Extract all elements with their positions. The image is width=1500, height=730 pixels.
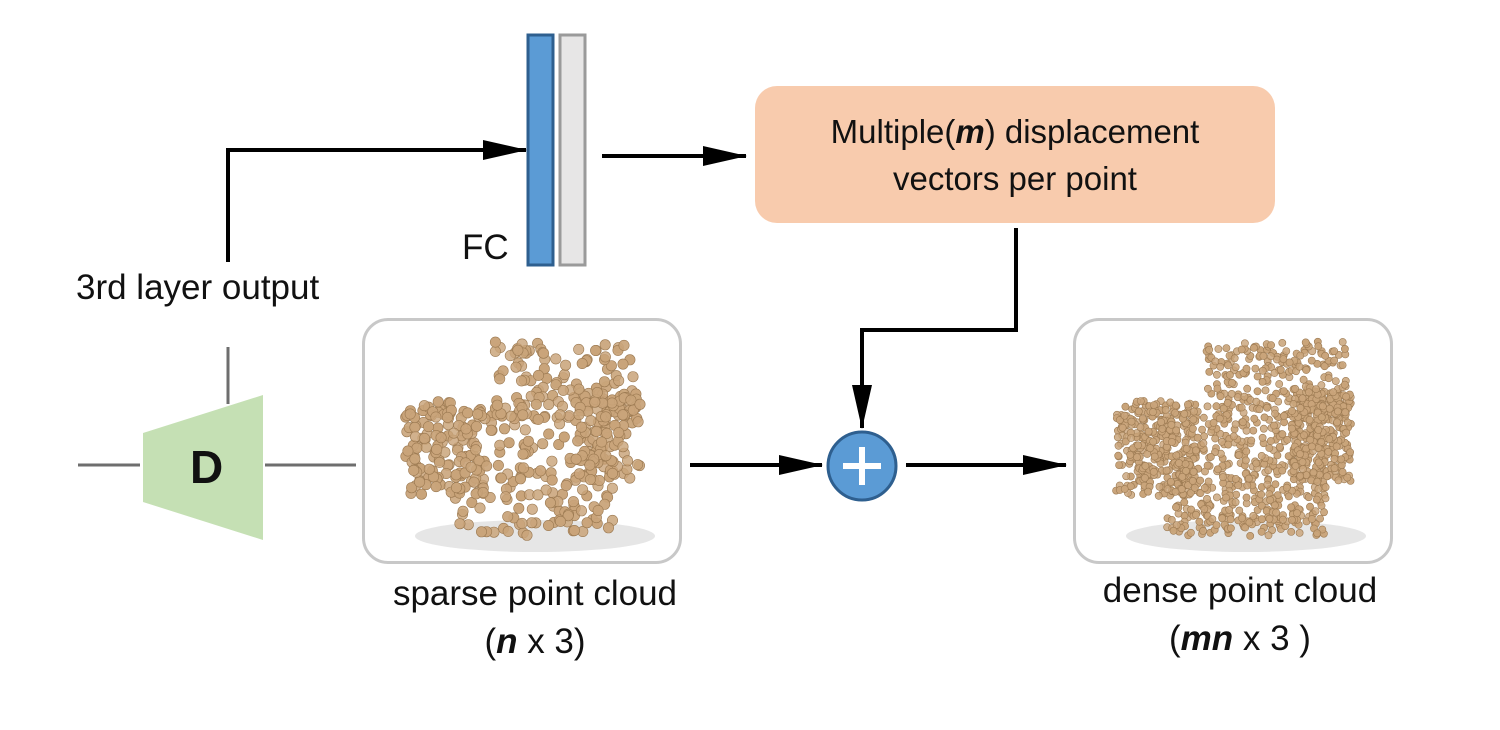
dense-point-cloud-image [1073,318,1393,564]
decoder-label: D [190,441,224,493]
fc-bar-blue [526,33,555,267]
mn-variable: mn [1180,619,1234,658]
add-operation-icon [826,430,898,502]
fc-bar-gray [558,33,587,267]
n-variable: n [496,622,518,661]
arrow-displacement-to-plus [852,228,1018,429]
layer-output-label: 3rd layer output [76,268,320,307]
fc-label: FC [462,228,509,267]
sparse-caption: sparse point cloud (n x 3) [392,574,678,661]
displacement-line-2: vectors per point [893,159,1137,197]
displacement-line-1: Multiple(m) displacement [830,112,1200,150]
arrow-layer-to-fc [226,140,527,262]
sparse-point-cloud-image [362,318,682,564]
m-variable: m [955,112,985,150]
dense-caption: dense point cloud (mn x 3 ) [1102,571,1378,658]
displacement-box: Multiple(m) displacement vectors per poi… [755,86,1275,223]
decoder-trapezoid [143,395,263,540]
